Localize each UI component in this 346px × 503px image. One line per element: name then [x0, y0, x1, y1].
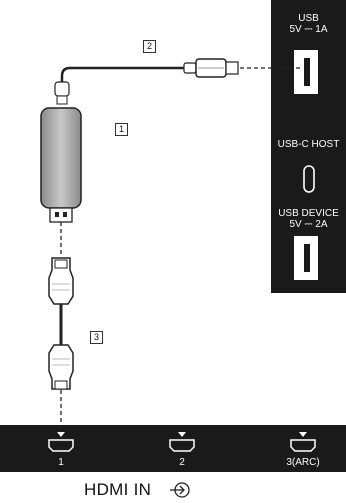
usb-port-label: USB 5V ⎓ 1A: [271, 13, 346, 35]
callout-media-receiver: 1: [115, 123, 128, 136]
usb-a-port-icon: [294, 50, 318, 94]
usb-device-line2: 5V ⎓ 2A: [289, 219, 328, 230]
hdmi-port-2-label: 2: [179, 457, 185, 468]
usb-device-label: USB DEVICE 5V ⎓ 2A: [271, 208, 346, 230]
hdmi-in-caption: HDMI IN: [84, 480, 151, 500]
hdmi-port-1-icon: [48, 432, 74, 452]
media-receiver-device: [40, 107, 82, 223]
hdmi-cable: [48, 257, 74, 390]
usb-label-line1: USB: [298, 13, 319, 24]
callout-usb-cable: 2: [143, 40, 156, 53]
usb-label-line2: 5V ⎓ 1A: [289, 24, 328, 35]
hdmi-in-text: HDMI IN: [84, 480, 152, 499]
hdmi-terminal-panel: [0, 425, 346, 472]
usb-device-port-icon: [294, 236, 318, 280]
usbc-host-label: USB-C HOST: [277, 139, 340, 150]
usb-c-port-icon: [303, 165, 315, 193]
hdmi-port-2-icon: [169, 432, 195, 452]
hdmi-port-1-label: 1: [58, 457, 64, 468]
callout-hdmi-cable: 3: [90, 331, 103, 344]
hdmi-port-3-label: 3(ARC): [286, 457, 320, 468]
usb-device-line1: USB DEVICE: [278, 208, 339, 219]
input-icon: [170, 482, 190, 498]
hdmi-port-3-icon: [290, 432, 316, 452]
usb-cable: [54, 58, 303, 105]
